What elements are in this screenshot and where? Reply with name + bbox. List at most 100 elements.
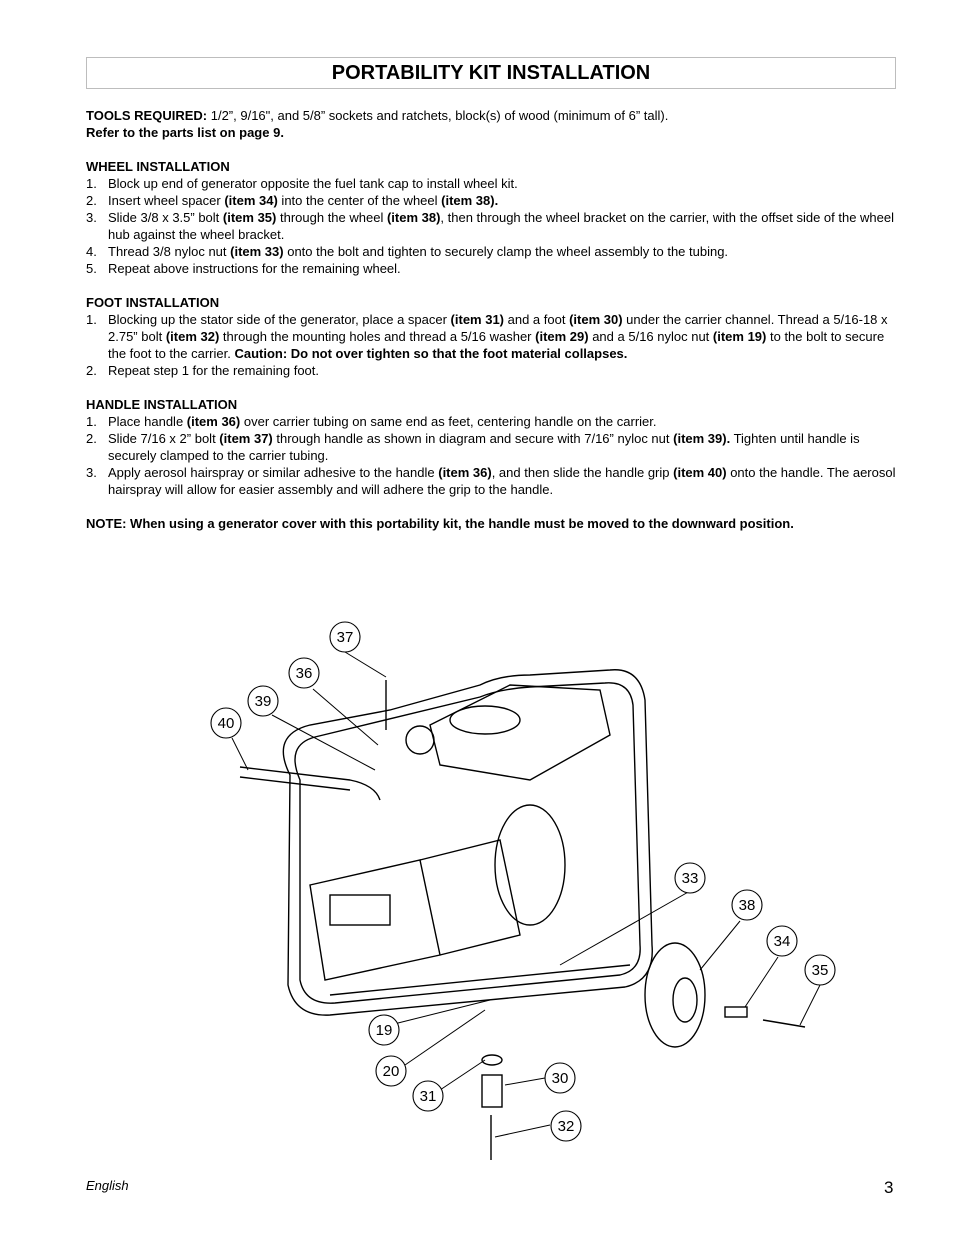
step-text: , and then slide the handle grip (491, 465, 674, 480)
item-ref: (item 38). (441, 193, 499, 208)
frame-inner (294, 682, 641, 1004)
step-text: and a 5/16 nyloc nut (588, 329, 713, 344)
step-text: Apply aerosol hairspray or similar adhes… (108, 465, 439, 480)
generator-illustration (239, 669, 806, 1160)
step-text: Repeat above instructions for the remain… (108, 261, 401, 276)
step-text: Repeat step 1 for the remaining foot. (108, 363, 320, 378)
recoil-starter (494, 804, 566, 926)
item-ref: (item 35) (222, 210, 277, 225)
step-text: onto the bolt and tighten to securely cl… (283, 244, 729, 259)
step-text: and a foot (504, 312, 570, 327)
callout-36: 36 (288, 657, 320, 689)
carrier-base (329, 964, 631, 996)
callout-label: 31 (420, 1088, 437, 1105)
step-text: Slide 7/16 x 2” bolt (108, 431, 220, 446)
item-ref: (item 29) (535, 329, 589, 344)
callout-31: 31 (412, 1080, 444, 1112)
callout-label: 36 (296, 665, 313, 682)
handle-step-1: 1.Place handle (item 36) over carrier tu… (86, 413, 898, 430)
outlets (329, 894, 391, 926)
spacer-part (481, 1054, 503, 1066)
wheel-step-5: 5. Repeat above instructions for the rema… (86, 260, 898, 277)
air-cleaner (449, 705, 521, 735)
tools-text: 1/2”, 9/16", and 5/8” sockets and ratche… (207, 108, 669, 123)
callout-label: 32 (558, 1118, 575, 1135)
step-text: Blocking up the stator side of the gener… (108, 312, 451, 327)
item-ref: (item 36) (186, 414, 241, 429)
callout-39: 39 (247, 685, 279, 717)
callout-label: 37 (337, 629, 354, 646)
step-number: 1. (86, 176, 97, 191)
step-number: 1. (86, 312, 97, 327)
step-text: through the mounting holes and thread a … (219, 329, 536, 344)
callout-label: 30 (552, 1070, 569, 1087)
fuel-cap (405, 725, 435, 755)
step-text: Block up end of generator opposite the f… (108, 176, 518, 191)
leader-lines (231, 651, 821, 1138)
callout-33: 33 (674, 862, 706, 894)
callout-34: 34 (766, 925, 798, 957)
engine-top (429, 684, 611, 781)
wheel-tire (644, 942, 706, 1048)
tools-line: TOOLS REQUIRED: 1/2”, 9/16", and 5/8” so… (86, 107, 898, 124)
item-ref: (item 32) (165, 329, 220, 344)
callout-37: 37 (329, 621, 361, 653)
step-text: through handle as shown in diagram and s… (272, 431, 674, 446)
foot-heading: FOOT INSTALLATION (86, 295, 220, 310)
item-ref: (item 34) (224, 193, 278, 208)
wheel-hub (672, 977, 698, 1023)
foot-part (481, 1074, 503, 1108)
callout-38: 38 (731, 889, 763, 921)
generator-diagram: 37 36 39 40 33 38 34 35 19 20 31 30 32 (210, 621, 836, 1160)
step-number: 2. (86, 431, 97, 446)
item-ref: (item 36) (438, 465, 492, 480)
item-ref: (item 38) (386, 210, 441, 225)
step-number: 2. (86, 193, 97, 208)
step-text: under the carrier channel. Thread a 5/16… (108, 312, 888, 344)
tools-label: TOOLS REQUIRED: (86, 108, 208, 123)
callout-20: 20 (375, 1055, 407, 1087)
wheel-spacer (724, 1006, 748, 1018)
callout-label: 39 (255, 693, 272, 710)
callout-label: 19 (376, 1022, 393, 1039)
step-text: through the wheel (276, 210, 387, 225)
note: NOTE: When using a generator cover with … (86, 516, 794, 531)
callout-label: 34 (774, 933, 791, 950)
title-box: PORTABILITY KIT INSTALLATION (86, 57, 896, 89)
step-text: , then through the wheel bracket on the … (108, 210, 895, 242)
instructions: TOOLS REQUIRED: 1/2”, 9/16", and 5/8” so… (86, 107, 898, 532)
step-number: 2. (86, 363, 97, 378)
item-ref: (item 19) (712, 329, 767, 344)
step-number: 1. (86, 414, 97, 429)
item-ref: (item 33) (230, 244, 284, 259)
step-number: 3. (86, 210, 97, 225)
step-text: into the center of the wheel (277, 193, 442, 208)
step-text: Thread 3/8 nyloc nut (108, 244, 231, 259)
wheel-step-1: 1. Block up end of generator opposite the… (86, 175, 898, 192)
refer-line: Refer to the parts list on page 9. (86, 125, 284, 140)
step-number: 4. (86, 244, 97, 259)
page-number: 3 (884, 1178, 894, 1197)
callout-label: 33 (682, 870, 699, 887)
caution-text: Caution: Do not over tighten so that the… (234, 346, 628, 361)
foot-step-2: 2. Repeat step 1 for the remaining foot. (86, 362, 898, 379)
wheel-heading: WHEEL INSTALLATION (86, 159, 230, 174)
callout-label: 40 (218, 715, 235, 732)
step-number: 5. (86, 261, 97, 276)
step-number: 3. (86, 465, 97, 480)
callout-label: 35 (812, 962, 829, 979)
callout-40: 40 (210, 707, 242, 739)
item-ref: (item 31) (450, 312, 505, 327)
handle-step-3: 3. Apply aerosol hairspray or similar adh… (86, 464, 898, 498)
wheel-step-3: 3. Slide 3/8 x 3.5” bolt (item 35) throug… (86, 209, 898, 243)
item-ref: (item 40) (673, 465, 727, 480)
step-text: Slide 3/8 x 3.5” bolt (108, 210, 223, 225)
item-ref: (item 39). (673, 431, 731, 446)
step-text: onto the handle. The aerosol hairspray w… (108, 465, 896, 497)
foot-step-1: 1. Blocking up the stator side of the gen… (86, 311, 898, 362)
wheel-bolt (762, 1019, 806, 1028)
page-title: PORTABILITY KIT INSTALLATION (331, 62, 651, 84)
wheel-step-2: 2.Insert wheel spacer (item 34) into the… (86, 192, 898, 209)
handle-step-2: 2.Slide 7/16 x 2” bolt (item 37) through… (86, 430, 898, 464)
handle-tube (239, 766, 381, 801)
